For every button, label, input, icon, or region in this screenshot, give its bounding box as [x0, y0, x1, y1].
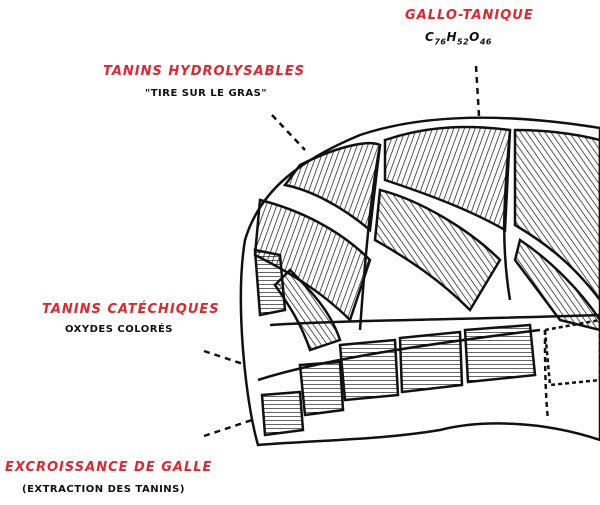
galle-label: EXCROISSANCE DE GALLE	[5, 460, 213, 475]
gall-body	[239, 116, 600, 447]
galle-subtitle: (EXTRACTION DES TANINS)	[22, 484, 185, 495]
leader-gallo-tanique	[474, 65, 481, 117]
catechiques-label: TANINS CATÉCHIQUES	[42, 302, 220, 317]
leader-galle	[203, 418, 253, 438]
chemical-formula: C76H52O46	[425, 30, 492, 47]
hydrolysables-subtitle: "TIRE SUR LE GRAS"	[145, 88, 268, 99]
catechiques-subtitle: OXYDES COLORÉS	[65, 324, 174, 335]
gallo-tanique-label: GALLO-TANIQUE	[405, 8, 534, 23]
hydrolysables-label: TANINS HYDROLYSABLES	[103, 64, 306, 79]
leader-hydrolysables	[271, 114, 306, 151]
